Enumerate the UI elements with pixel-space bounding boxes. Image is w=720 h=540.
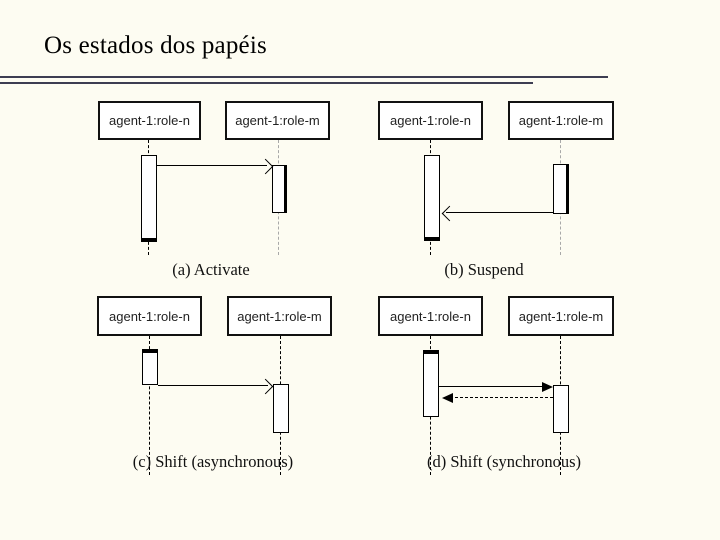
actor-box-a-role-m: agent-1:role-m	[225, 101, 330, 140]
caption-c: (c) Shift (asynchronous)	[132, 452, 294, 471]
filled-arrowhead-left-icon	[442, 393, 453, 403]
activation-bar-a-role-n	[141, 155, 157, 242]
message-line-b	[446, 212, 553, 213]
message-line-d-return	[450, 397, 553, 398]
lifeline-c-role-n	[149, 336, 150, 475]
actor-box-d-role-m: agent-1:role-m	[508, 296, 614, 336]
actor-box-c-role-n: agent-1:role-n	[97, 296, 202, 336]
actor-box-a-role-n: agent-1:role-n	[98, 101, 201, 140]
open-arrowhead-right-icon	[257, 158, 274, 175]
title-rule-bottom	[0, 82, 533, 84]
actor-box-b-role-m: agent-1:role-m	[508, 101, 614, 140]
caption-b: (b) Suspend	[444, 260, 524, 279]
message-line-a	[157, 165, 267, 166]
activation-bar-c-role-n	[142, 349, 158, 385]
open-arrowhead-left-icon	[441, 205, 458, 222]
caption-a: (a) Activate	[172, 260, 250, 279]
message-line-d-call	[439, 386, 544, 387]
activation-bar-c-role-m	[273, 384, 289, 433]
actor-box-b-role-n: agent-1:role-n	[378, 101, 483, 140]
activation-bar-b-role-n	[424, 155, 440, 241]
message-line-c	[158, 385, 268, 386]
actor-box-c-role-m: agent-1:role-m	[227, 296, 332, 336]
page-title: Os estados dos papéis	[44, 32, 267, 59]
actor-box-d-role-n: agent-1:role-n	[378, 296, 483, 336]
title-rule-top	[0, 76, 608, 78]
activation-bar-b-role-m	[553, 164, 569, 214]
caption-d: (d) Shift (synchronous)	[427, 452, 581, 471]
open-arrowhead-right-icon	[257, 378, 274, 395]
filled-arrowhead-right-icon	[542, 382, 553, 392]
activation-bar-d-role-m	[553, 385, 569, 433]
activation-bar-d-role-n	[423, 350, 439, 417]
activation-bar-a-role-m	[272, 165, 287, 213]
